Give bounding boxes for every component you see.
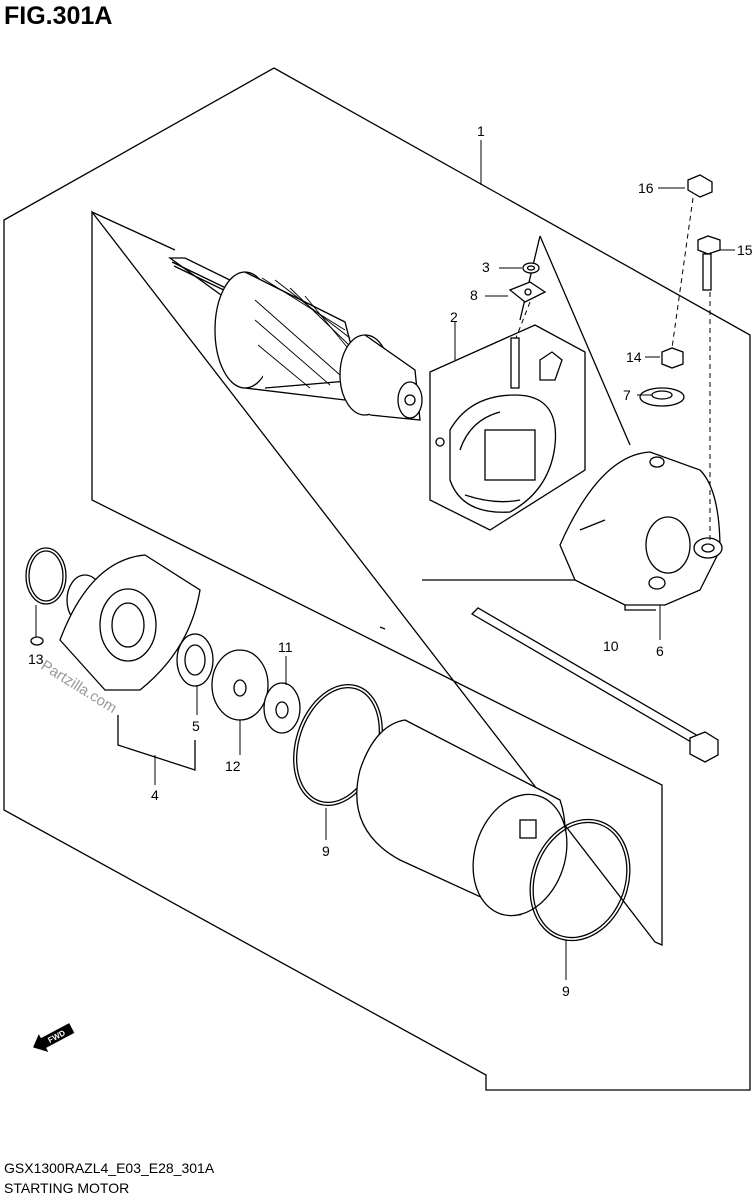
callout-4: 4 (151, 787, 159, 803)
yoke-and-orings (293, 683, 631, 942)
callout-7: 7 (623, 387, 631, 403)
callout-13: 13 (28, 651, 44, 667)
callout-6: 6 (656, 643, 664, 659)
callout-1: 1 (477, 123, 485, 139)
brush-holder (435, 337, 563, 513)
figure-code: GSX1300RAZL4_E03_E28_301A (4, 1160, 215, 1176)
callout-2: 2 (450, 309, 458, 325)
callout-9b: 9 (562, 983, 570, 999)
callout-labels: 1 2 3 4 5 6 7 8 9 9 10 11 12 13 14 15 16 (28, 123, 753, 999)
callout-9a: 9 (322, 843, 330, 859)
figure-title: FIG.301A (4, 2, 113, 30)
assembly-frame (3, 67, 751, 1091)
brush-holder-box (429, 324, 586, 531)
forward-direction-arrow: FWD (33, 1023, 75, 1053)
figure-name: STARTING MOTOR (4, 1180, 130, 1196)
callout-5: 5 (192, 718, 200, 734)
callout-12: 12 (225, 758, 241, 774)
callout-14: 14 (626, 349, 642, 365)
through-bolt (470, 607, 719, 763)
callout-11: 11 (278, 639, 293, 655)
callout-8: 8 (470, 287, 478, 303)
callout-3: 3 (482, 259, 490, 275)
callout-15: 15 (737, 242, 753, 258)
armature (167, 257, 423, 421)
rear-cover (559, 451, 723, 606)
callout-16: 16 (638, 180, 654, 196)
callout-10: 10 (603, 638, 619, 654)
small-hardware (508, 174, 721, 407)
seal-and-washers (176, 633, 301, 734)
front-housing (25, 547, 201, 691)
